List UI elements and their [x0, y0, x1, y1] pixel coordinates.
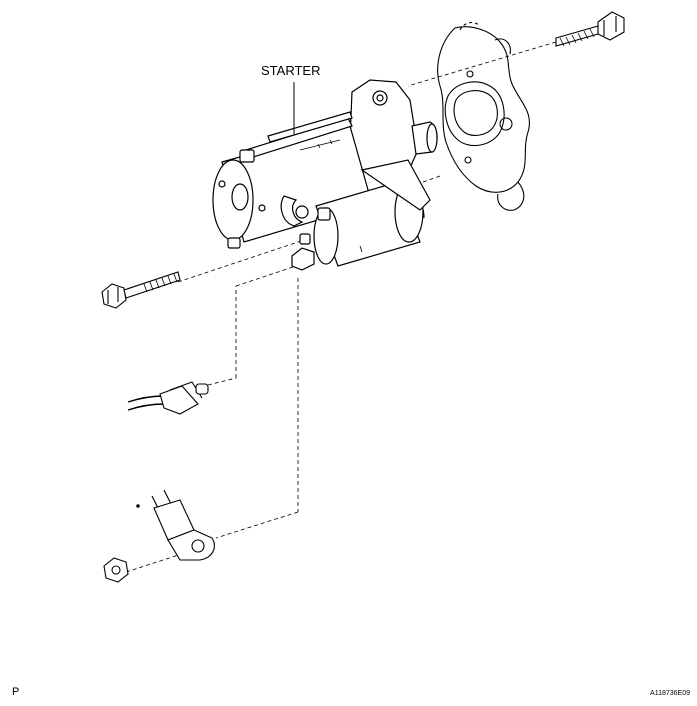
- mounting-bolt-lower: [101, 271, 181, 309]
- wire-harness-terminal-50: [127, 381, 209, 415]
- mounting-bolt-upper: [555, 11, 625, 47]
- illustration-code: A118736E09: [650, 690, 690, 697]
- starter-label: STARTER: [261, 63, 320, 78]
- starter-callout: STARTER: [261, 63, 320, 134]
- page-marker-label: P: [12, 686, 19, 698]
- wire-harness-terminal-30: [136, 489, 215, 561]
- starter-motor: [212, 79, 438, 271]
- terminal-nut: [103, 557, 129, 583]
- engine-housing: [437, 21, 530, 211]
